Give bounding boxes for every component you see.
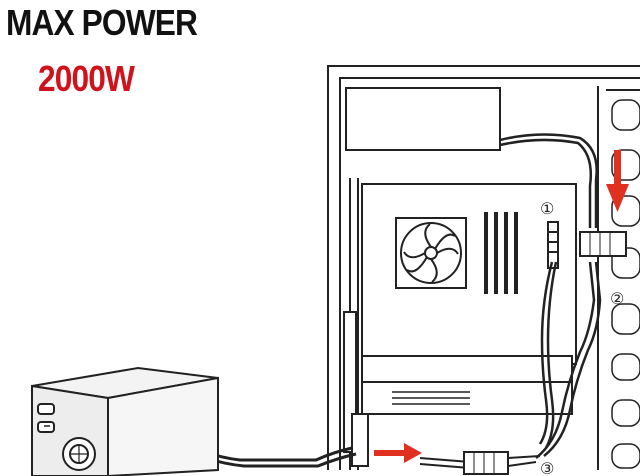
cpu-fan-icon [395,217,467,289]
down-arrow-icon [606,150,629,212]
wattage-label: 2000W [38,58,135,99]
right-arrow-icon [374,443,422,463]
harness-connector [579,231,627,257]
power-supply-unit [31,366,219,476]
external-power-cable [205,446,357,468]
step-marker-2: ② [610,289,624,308]
board-power-connector [547,221,559,269]
ram-slots [484,212,518,294]
expansion-cards [343,311,573,467]
power-cable-harness [499,133,602,459]
psu-bay [345,87,501,151]
step-marker-1: ① [540,199,554,218]
page-title: MAX POWER [6,2,198,43]
sata-connector [419,451,541,475]
step-marker-3: ③ [540,459,554,476]
motherboard [349,178,577,470]
